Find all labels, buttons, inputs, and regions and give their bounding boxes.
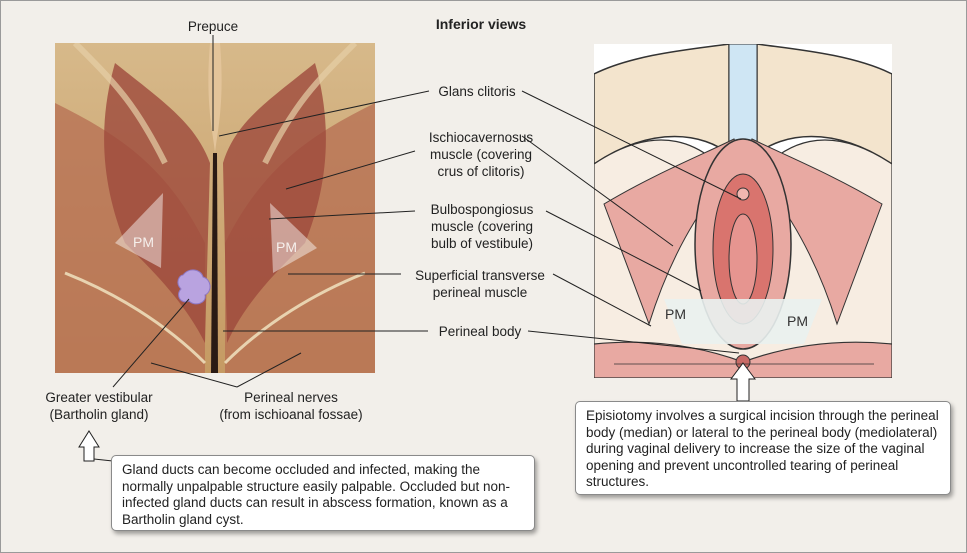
label-superficial-transverse-line1: Superficial transverse <box>415 268 545 283</box>
label-bulbospongiosus: Bulbospongiosus muscle (covering bulb of… <box>415 201 549 252</box>
label-perineal-nerves-line1: Perineal nerves <box>244 390 338 405</box>
label-perineal-nerves: Perineal nerves (from ischioanal fossae) <box>201 389 381 423</box>
label-greater-vestibular: Greater vestibular (Bartholin gland) <box>29 389 169 423</box>
note-episiotomy: Episiotomy involves a surgical incision … <box>575 401 951 495</box>
label-bulbospongiosus-line1: Bulbospongiosus <box>430 202 534 217</box>
label-perineal-body: Perineal body <box>438 324 522 339</box>
label-superficial-transverse-line2: perineal muscle <box>432 285 528 300</box>
cadaver-photo <box>55 43 375 373</box>
pm-label-illus-right: PM <box>787 313 808 329</box>
label-glans-clitoris: Glans clitoris <box>438 84 516 99</box>
arrow-bartholin <box>78 430 100 462</box>
pm-triangle-left <box>115 193 163 268</box>
label-ischiocavernosus-line2: muscle (covering <box>429 147 533 162</box>
label-prepuce: Prepuce <box>187 19 239 34</box>
label-greater-vestibular-line1: Greater vestibular <box>45 390 153 405</box>
muscle-illustration <box>594 44 892 378</box>
label-greater-vestibular-line2: (Bartholin gland) <box>49 407 149 422</box>
label-superficial-transverse: Superficial transverse perineal muscle <box>403 267 557 301</box>
label-bulbospongiosus-line3: bulb of vestibule) <box>430 236 534 251</box>
pm-label-illus-left: PM <box>665 306 686 322</box>
label-ischiocavernosus-line3: crus of clitoris) <box>437 164 525 179</box>
label-ischiocavernosus-line1: Ischiocavernosus <box>428 130 534 145</box>
label-bulbospongiosus-line2: muscle (covering <box>430 219 534 234</box>
pm-label-photo-left: PM <box>133 234 154 250</box>
pm-label-photo-right: PM <box>276 239 297 255</box>
label-ischiocavernosus: Ischiocavernosus muscle (covering crus o… <box>415 129 547 180</box>
perineal-body-shape <box>735 354 751 370</box>
pm-triangle-right <box>270 203 317 273</box>
figure-title: Inferior views <box>435 16 527 32</box>
bartholin-gland-shape <box>177 269 211 305</box>
label-perineal-nerves-line2: (from ischioanal fossae) <box>219 407 363 422</box>
note-gland-ducts: Gland ducts can become occluded and infe… <box>111 455 535 531</box>
